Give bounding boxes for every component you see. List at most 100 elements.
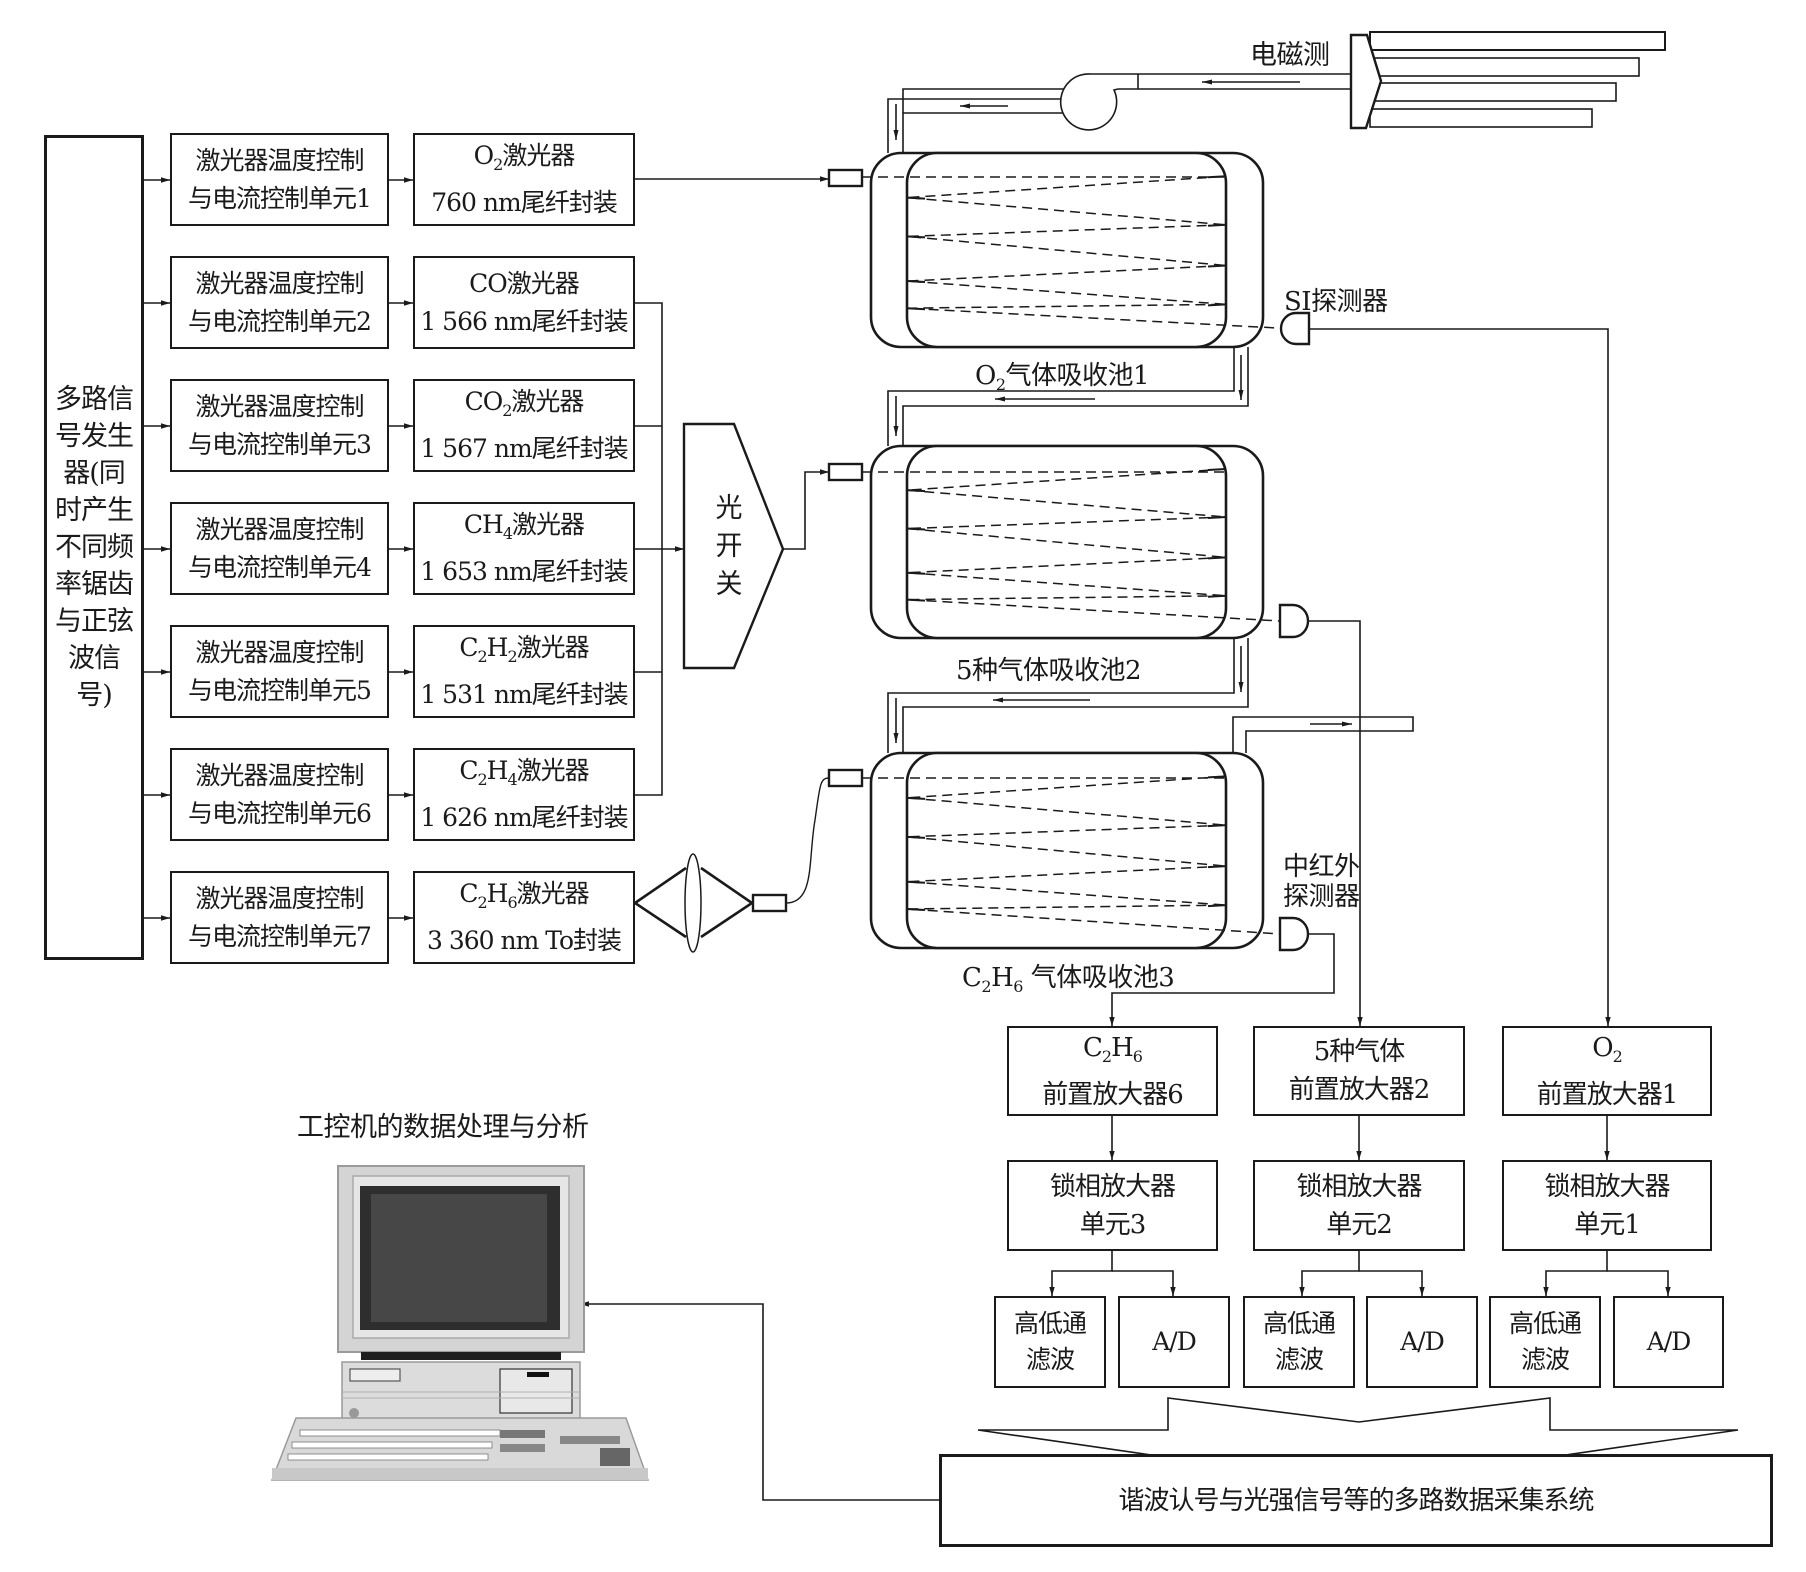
filter-label: 高低通	[1013, 1309, 1087, 1338]
preamp-gas: C	[1083, 1032, 1103, 1063]
control-unit-6: 激光器温度控制 与电流控制单元6	[170, 748, 389, 841]
lens-icon	[684, 853, 702, 953]
lockin-unit-2: 锁相放大器 单元2	[1253, 1160, 1465, 1251]
laser-suffix: 激光器	[502, 141, 575, 170]
reflection-spot	[906, 880, 926, 884]
laser-gas: C	[459, 633, 478, 662]
cell1-label: O2气体吸收池1	[975, 355, 1150, 394]
mir-fiber	[785, 777, 830, 904]
lockin-unit-3: 锁相放大器 单元3	[1007, 1160, 1218, 1251]
ad-converter-3: A/D	[1118, 1296, 1230, 1388]
laser-suffix: 激光器	[516, 879, 590, 908]
control-unit-label: 与电流控制单元3	[188, 429, 372, 459]
reflection-spot	[906, 527, 926, 531]
cell3-label: C2H6 气体吸收池3	[962, 957, 1175, 996]
reflection-spot	[906, 307, 926, 311]
cell2-label: 5种气体吸收池2	[956, 650, 1142, 687]
reflection-spot	[906, 571, 926, 575]
control-unit-label: 激光器温度控制	[195, 391, 364, 421]
detector2-icon	[1278, 603, 1310, 639]
control-unit-3: 激光器温度控制 与电流控制单元3	[170, 379, 389, 472]
filter-1: 高低通 滤波	[1489, 1296, 1601, 1388]
laser-gas-subscript: 2	[507, 647, 517, 666]
generator-label: 多路信号发生器(同时产生不同频率锯齿与正弦波信号)	[55, 384, 134, 711]
ad-label: A/D	[1152, 1327, 1197, 1356]
laser-spec: 1 531 nm尾纤封装	[420, 680, 628, 709]
lockin-label: 单元3	[1079, 1209, 1147, 1240]
cell-label-part: H	[991, 963, 1014, 993]
lockin-label: 锁相放大器	[1544, 1171, 1670, 1202]
laser-beam-path	[862, 775, 1281, 935]
control-unit-label: 与电流控制单元5	[188, 675, 372, 705]
switch-char: 开	[715, 531, 743, 562]
preamp-subscript: 6	[1132, 1046, 1143, 1066]
laser-gas: H	[486, 879, 509, 908]
control-unit-label: 与电流控制单元7	[188, 921, 372, 951]
laser-spec: 760 nm尾纤封装	[431, 188, 617, 217]
reflection-spot	[906, 196, 926, 200]
reflection-spot	[906, 598, 926, 602]
preamp-gas: O	[1592, 1032, 1613, 1063]
mir-detector-icon	[1278, 916, 1310, 952]
laser-gas-subscript: 4	[507, 770, 517, 789]
lockin-label: 单元1	[1574, 1209, 1641, 1240]
control-unit-label: 激光器温度控制	[195, 145, 364, 175]
reflection-spot	[1207, 904, 1227, 908]
filter-3: 高低通 滤波	[994, 1296, 1106, 1388]
cell-label-subscript: 2	[981, 977, 992, 996]
ad-converter-1: A/D	[1613, 1296, 1724, 1388]
cell-label-part: 气体吸收池3	[1022, 963, 1175, 993]
cell1-fiber-connector	[827, 168, 864, 188]
cell3-fiber-connector	[827, 768, 864, 788]
control-unit-4: 激光器温度控制 与电流控制单元4	[170, 502, 389, 595]
cell2-fiber-connector	[827, 462, 864, 482]
reflection-spot	[1207, 824, 1227, 828]
optical-switch-shape[interactable]	[682, 422, 785, 670]
laser-c2h6: C2H6激光器 3 360 nm To封装	[413, 871, 635, 964]
cell-inner-mirror	[905, 444, 1228, 640]
control-unit-7: 激光器温度控制 与电流控制单元7	[170, 871, 389, 964]
ad-label: A/D	[1646, 1327, 1692, 1356]
control-unit-label: 激光器温度控制	[195, 760, 364, 790]
industrial-computer-icon[interactable]	[270, 1165, 650, 1481]
laser-gas-subscript: 2	[477, 893, 487, 912]
reflection-spot	[1207, 556, 1227, 560]
reflection-spot	[906, 908, 926, 911]
mir-detector-line1: 中红外	[1283, 852, 1360, 882]
cell-label-subscript: 6	[1013, 977, 1023, 996]
filter-2: 高低通 滤波	[1243, 1296, 1355, 1388]
laser-ch4: CH4激光器 1 653 nm尾纤封装	[413, 502, 635, 595]
laser-gas-subscript: 6	[507, 893, 517, 912]
si-detector-label: SI探测器	[1284, 287, 1388, 317]
preamp-label: 前置放大器2	[1288, 1075, 1431, 1105]
control-unit-label: 与电流控制单元6	[188, 798, 372, 828]
preamp-subscript: 2	[1612, 1046, 1623, 1066]
laser-co2: CO2激光器 1 567 nm尾纤封装	[413, 379, 635, 472]
laser-spec: 1 566 nm尾纤封装	[420, 306, 628, 336]
switch-char: 关	[715, 569, 743, 600]
lockin-label: 单元2	[1326, 1209, 1393, 1240]
laser-suffix: 激光器	[512, 510, 585, 539]
detector-signal-lines	[580, 328, 1671, 1501]
laser-gas: H	[486, 756, 509, 785]
reflection-spot	[1207, 775, 1227, 779]
laser-beam-path	[862, 468, 1281, 622]
switch-to-cell2-fiber	[783, 469, 829, 550]
laser-gas: O	[473, 141, 494, 170]
laser-beam-path	[862, 175, 1297, 330]
absorption-cell-1	[862, 151, 1297, 349]
preamp-gas: 5种气体	[1313, 1037, 1406, 1067]
daq-label: 谐波认号与光强信号等的多路数据采集系统	[1118, 1485, 1594, 1516]
cell-label-subscript: 2	[995, 375, 1006, 394]
control-unit-label: 激光器温度控制	[195, 514, 364, 544]
pump-icon	[1059, 73, 1119, 131]
fiber-coupler-in	[751, 893, 788, 913]
cell-inner-mirror	[905, 151, 1228, 349]
lockin-unit-1: 锁相放大器 单元1	[1502, 1160, 1712, 1251]
reflection-spot	[1207, 865, 1227, 869]
absorption-cell-2	[862, 444, 1281, 640]
laser-suffix: 激光器	[511, 387, 584, 416]
control-unit-2: 激光器温度控制 与电流控制单元2	[170, 256, 389, 349]
laser-suffix: 激光器	[506, 268, 580, 298]
preamp-1: O2 前置放大器1	[1502, 1026, 1712, 1116]
